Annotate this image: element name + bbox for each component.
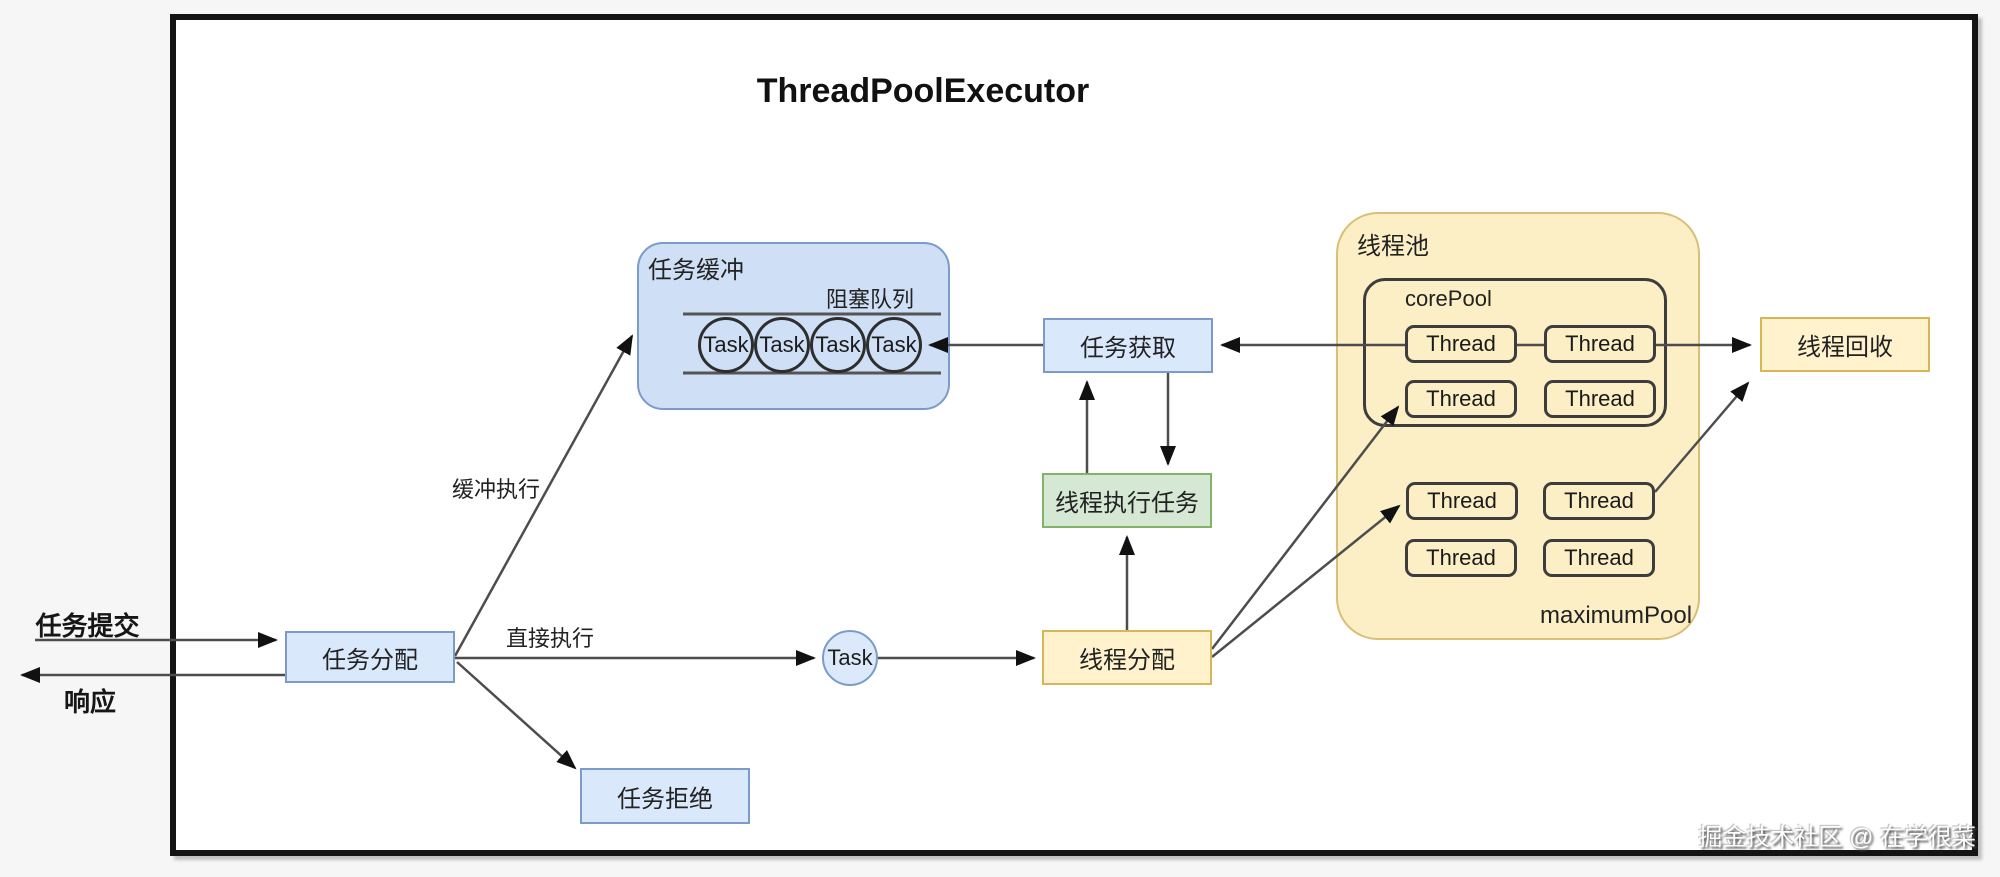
submit-label: 任务提交 — [35, 611, 140, 641]
single-task-circle: Task — [822, 630, 878, 686]
thread-recycle-node: 线程回收 — [1760, 317, 1930, 372]
task-dispatch-node: 任务分配 — [285, 631, 455, 683]
maximum-pool-label: maximumPool — [1540, 602, 1693, 629]
arrow-dispatch-to-corepool — [1211, 405, 1400, 650]
queue-task-circle: Task — [754, 317, 810, 373]
core-thread-box: Thread — [1544, 325, 1656, 363]
task-reject-node: 任务拒绝 — [580, 768, 750, 824]
arrow-dispatch-to-maxpool — [1211, 504, 1401, 658]
arrow-to-reject — [456, 661, 577, 770]
max-thread-box: Thread — [1405, 539, 1517, 577]
thread-dispatch-node: 线程分配 — [1042, 630, 1212, 685]
core-thread-box: Thread — [1405, 380, 1517, 418]
core-thread-box: Thread — [1405, 325, 1517, 363]
diagram-title: ThreadPoolExecutor — [756, 72, 1090, 110]
arrow-max-to-recycle — [1654, 381, 1750, 493]
core-pool-label: corePool — [1405, 286, 1492, 311]
max-thread-box: Thread — [1406, 482, 1518, 520]
arrow-buffered-exec — [453, 334, 634, 657]
max-thread-box: Thread — [1543, 539, 1655, 577]
core-thread-box: Thread — [1544, 380, 1656, 418]
queue-task-circle: Task — [810, 317, 866, 373]
thread-exec-node: 线程执行任务 — [1042, 473, 1212, 528]
task-fetch-node: 任务获取 — [1043, 318, 1213, 373]
buffered-exec-label: 缓冲执行 — [452, 477, 541, 502]
queue-task-circle: Task — [698, 317, 754, 373]
blocking-queue-label: 阻塞队列 — [826, 287, 915, 312]
core-pool-box — [1363, 278, 1667, 427]
task-buffer-label: 任务缓冲 — [648, 257, 744, 284]
max-thread-box: Thread — [1543, 482, 1655, 520]
thread-pool-label: 线程池 — [1357, 233, 1429, 260]
direct-exec-label: 直接执行 — [506, 626, 595, 651]
queue-task-circle: Task — [866, 317, 922, 373]
response-label: 响应 — [63, 687, 116, 717]
watermark: 掘金技术社区 @ 在学很菜 — [1698, 824, 1976, 851]
